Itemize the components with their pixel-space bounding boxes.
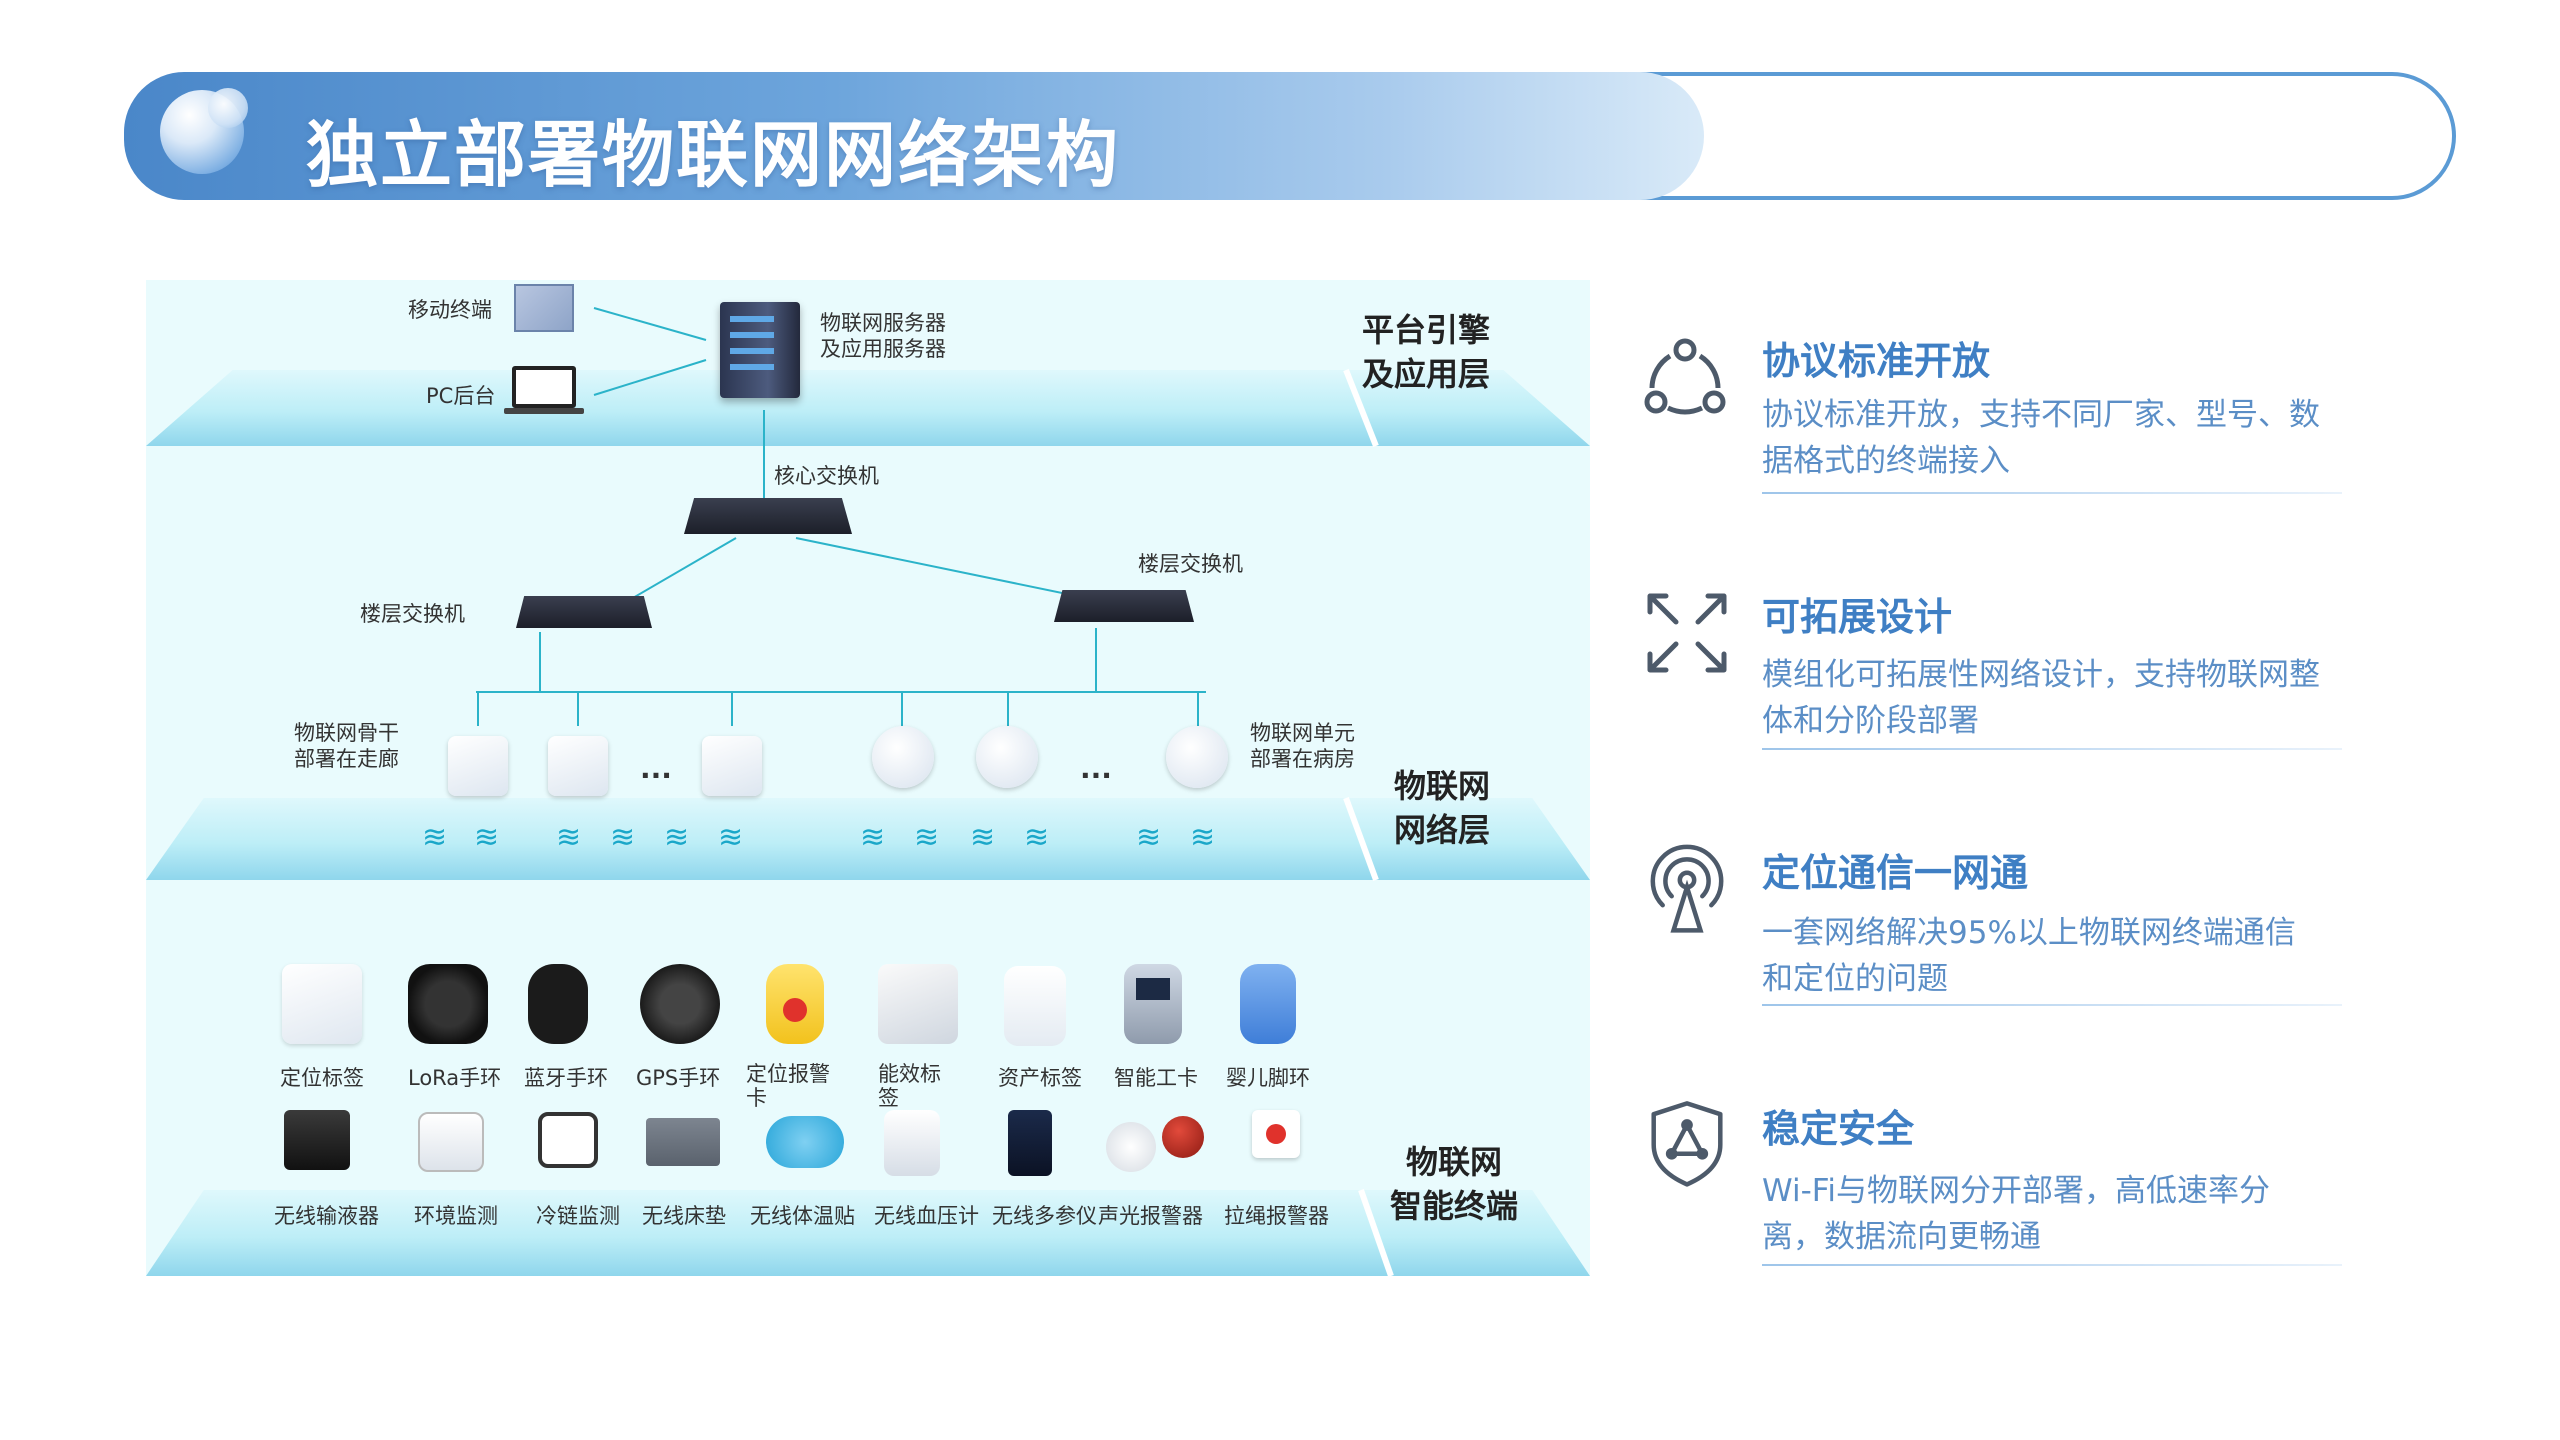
device-label: 环境监测 [414,1204,498,1228]
access-point-round [872,726,934,788]
tag-icon [282,964,362,1044]
device-label: 资产标签 [998,1066,1082,1090]
energy-tag-icon [878,964,958,1044]
access-point [448,736,508,796]
signal-icon: ≋ [860,820,886,855]
shield-icon [1651,1101,1723,1187]
signal-icon: ≋ [474,820,500,855]
signal-icon: ≋ [422,820,448,855]
divider [1762,1004,2342,1006]
environment-icon [418,1112,484,1172]
server-icon [720,302,800,398]
share-icon [1644,338,1726,415]
alarm-card-icon [766,964,824,1044]
signal-icon: ≋ [718,820,744,855]
feature-title: 协议标准开放 [1762,339,1991,383]
ellipsis: ... [1080,752,1112,785]
diagram-lines [476,307,1394,1276]
device-label: 冷链监测 [536,1204,620,1228]
feature-desc: Wi-Fi与物联网分开部署，高低速率分离，数据流向更畅通 [1762,1173,2270,1255]
divider [1762,492,2342,494]
asset-tag-icon [1004,966,1066,1046]
layer-label-platform: 平台引擎 及应用层 [1362,311,1491,393]
floor-switch-left-label: 楼层交换机 [360,602,465,626]
feature-desc: 一套网络解决95%以上物联网终端通信和定位的问题 [1762,915,2296,997]
signal-icon: ≋ [610,820,636,855]
device-label: 能效标签 [878,1062,941,1110]
signal-icon: ≋ [1190,820,1216,855]
signal-icon: ≋ [1024,820,1050,855]
device-label: 蓝牙手环 [524,1066,608,1090]
floor-switch-left-icon [516,596,652,628]
feature-title: 可拓展设计 [1762,595,1953,639]
gps-band-icon [640,964,720,1044]
expand-icon [1647,593,1727,673]
backbone-label: 物联网骨干 部署在走廊 [294,721,399,771]
watch-icon [408,964,488,1044]
signal-icon: ≋ [664,820,690,855]
pull-cord-icon [1252,1110,1300,1158]
infusion-icon [284,1110,350,1170]
device-label: LoRa手环 [408,1066,502,1090]
device-label: 拉绳报警器 [1224,1204,1329,1228]
feature-desc: 协议标准开放，支持不同厂家、型号、数据格式的终端接入 [1762,397,2320,479]
architecture-diagram: 平台引擎 及应用层 物联网 网络层 物联网 智能终端 移动终端 PC后台 物联网… [146,280,1590,1276]
device-label: 无线床垫 [642,1204,726,1228]
device-label: 无线血压计 [874,1204,979,1228]
device-label: 无线多参仪 [992,1204,1097,1228]
layer-label-terminal: 物联网 智能终端 [1390,1143,1519,1225]
divider [1762,748,2342,750]
cold-chain-icon [538,1112,598,1168]
server-label: 物联网服务器 及应用服务器 [820,311,946,361]
work-card-icon [1124,964,1182,1044]
access-point [548,736,608,796]
page-title: 独立部署物联网网络架构 [306,113,1121,197]
baby-anklet-icon [1240,964,1296,1044]
thermometer-patch-icon [766,1116,844,1168]
orb-small-icon [208,88,248,128]
mattress-icon [646,1118,720,1166]
signal-icon: ≋ [556,820,582,855]
device-label: 定位报警卡 [746,1062,830,1110]
divider [1762,1264,2342,1266]
floor-switch-right-icon [1054,590,1194,622]
device-label: 智能工卡 [1114,1066,1198,1090]
signal-icon: ≋ [914,820,940,855]
device-label: 定位标签 [280,1066,364,1090]
mobile-label: 移动终端 [408,298,492,322]
core-switch-icon [684,498,852,534]
title-banner [124,72,1704,200]
device-label: 无线输液器 [274,1204,379,1228]
access-point-round [976,726,1038,788]
siren-light-icon [1162,1116,1204,1158]
blood-pressure-icon [884,1110,940,1176]
floor-switch-right-label: 楼层交换机 [1138,552,1243,576]
terminal-band [146,1190,1590,1276]
access-point [702,736,762,796]
signal-icon: ≋ [1136,820,1162,855]
mobile-terminal-icon [514,284,574,332]
pc-label: PC后台 [426,384,496,408]
siren-icon [1106,1122,1156,1172]
feature-desc: 模组化可拓展性网络设计，支持物联网整体和分阶段部署 [1762,657,2320,739]
layer-label-network: 物联网 网络层 [1394,767,1491,849]
feature-title: 定位通信一网通 [1762,851,2029,895]
access-point-round [1166,726,1228,788]
device-label: GPS手环 [636,1066,721,1090]
core-switch-label: 核心交换机 [774,464,879,488]
laptop-icon [512,366,576,408]
device-label: 无线体温贴 [750,1204,855,1228]
feature-title: 稳定安全 [1762,1107,1915,1151]
ellipsis: ... [640,752,672,785]
multi-parameter-icon [1008,1110,1052,1176]
signal-icon: ≋ [970,820,996,855]
device-label: 婴儿脚环 [1226,1066,1310,1090]
unit-label: 物联网单元 部署在病房 [1250,721,1355,771]
laptop-base [504,408,584,414]
device-label: 声光报警器 [1098,1204,1203,1228]
broadcast-icon [1650,844,1724,933]
band-icon [528,964,588,1044]
